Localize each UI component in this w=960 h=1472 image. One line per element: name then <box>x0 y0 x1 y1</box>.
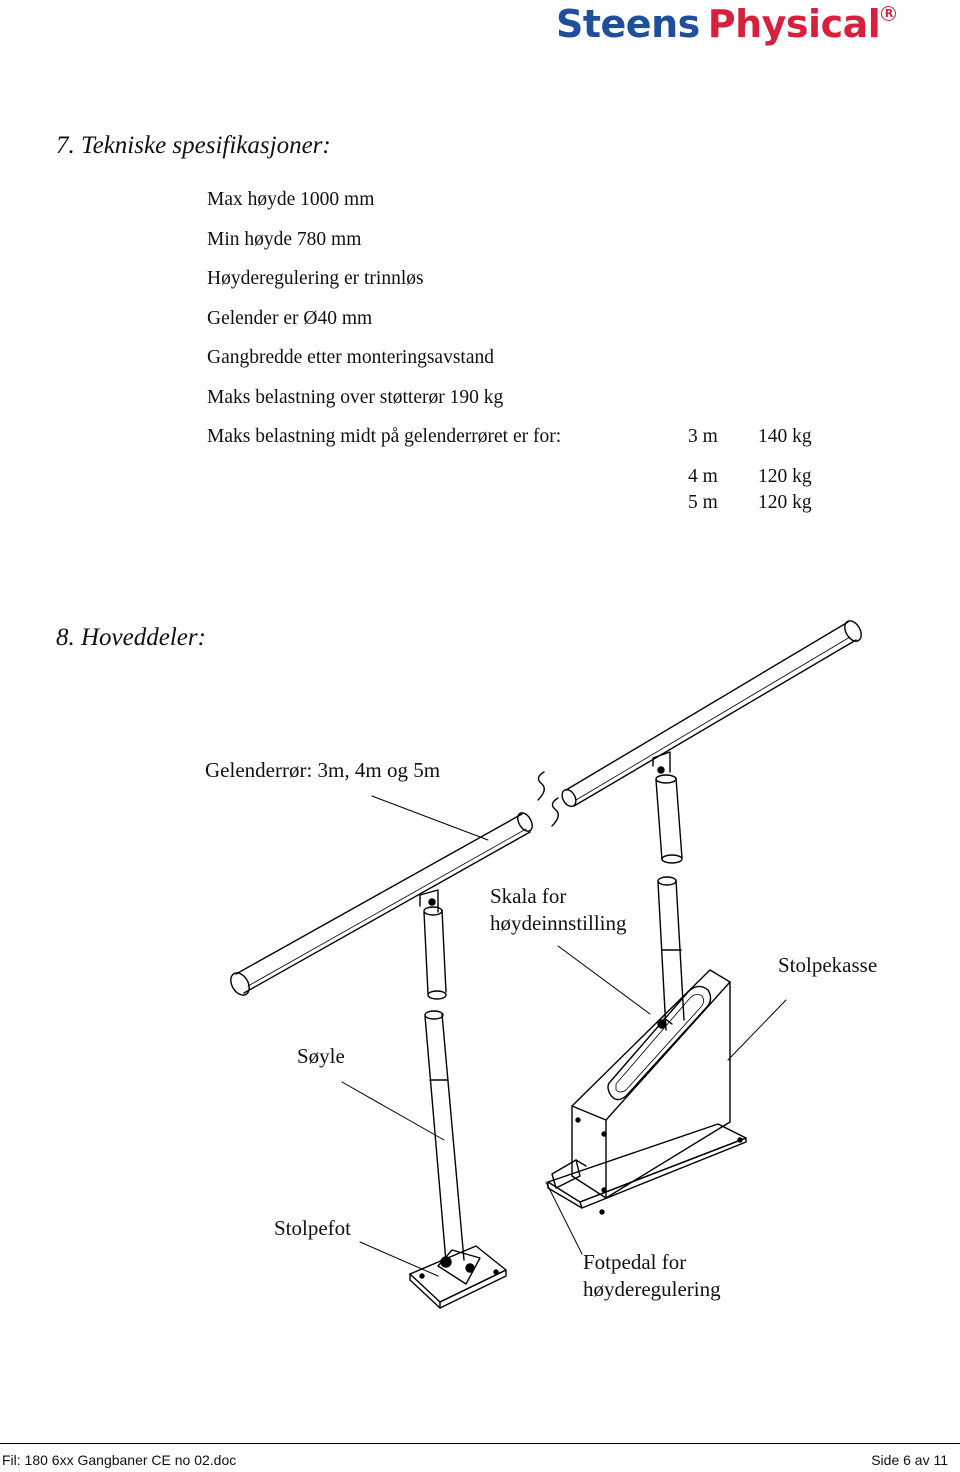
label-foot: Stolpefot <box>274 1216 351 1240</box>
footer-file-name: Fil: 180 6xx Gangbaner CE no 02.doc <box>2 1452 237 1468</box>
right-column <box>657 876 685 1031</box>
right-rail-segment <box>561 620 862 808</box>
spec-line: Høyderegulering er trinnløs <box>207 268 424 289</box>
left-rail-segment <box>230 812 533 996</box>
post-box <box>547 969 747 1215</box>
foot-plate <box>409 1245 507 1309</box>
registered-mark: R <box>881 6 897 21</box>
spec-line: Gelender er Ø40 mm <box>207 308 373 329</box>
parallel-bars-drawing <box>230 620 862 1309</box>
footer-page-number: Side 6 av 11 <box>871 1452 948 1468</box>
load-length: 5 m <box>688 492 718 513</box>
label-scale-2: høydeinnstilling <box>490 911 627 935</box>
load-length: 4 m <box>688 466 718 487</box>
label-column: Søyle <box>297 1044 345 1068</box>
label-rail: Gelenderrør: 3m, 4m og 5m <box>205 758 441 782</box>
spec-line: Gangbredde etter monteringsavstand <box>207 347 494 368</box>
brand-word-physical: Physical <box>707 2 881 46</box>
label-pedal-1: Fotpedal for <box>583 1250 687 1274</box>
spec-line: Min høyde 780 mm <box>207 229 362 250</box>
section8-title: 8. Hoveddeler: <box>56 624 206 651</box>
right-upper-stub <box>652 751 683 864</box>
load-length: 3 m <box>688 426 718 447</box>
left-column <box>424 1010 465 1263</box>
break-mark <box>537 771 545 801</box>
label-scale-1: Skala for <box>490 884 567 908</box>
foot-pedal <box>551 1159 581 1189</box>
load-value: 120 kg <box>758 492 812 513</box>
page-footer: Fil: 180 6xx Gangbaner CE no 02.doc Side… <box>0 1443 960 1472</box>
load-value: 120 kg <box>758 466 812 487</box>
spec-line: Maks belastning midt på gelenderrøret er… <box>207 426 562 447</box>
load-value: 140 kg <box>758 426 812 447</box>
leader-lines <box>341 795 787 1277</box>
section7-title: 7. Tekniske spesifikasjoner: <box>56 132 331 159</box>
left-upper-stub <box>419 889 447 1000</box>
spec-line: Max høyde 1000 mm <box>207 189 375 210</box>
spec-line: Maks belastning over støtterør 190 kg <box>207 387 504 408</box>
label-box: Stolpekasse <box>778 953 878 977</box>
brand-word-steens: Steens <box>556 2 700 46</box>
label-pedal-2: høyderegulering <box>583 1277 721 1301</box>
